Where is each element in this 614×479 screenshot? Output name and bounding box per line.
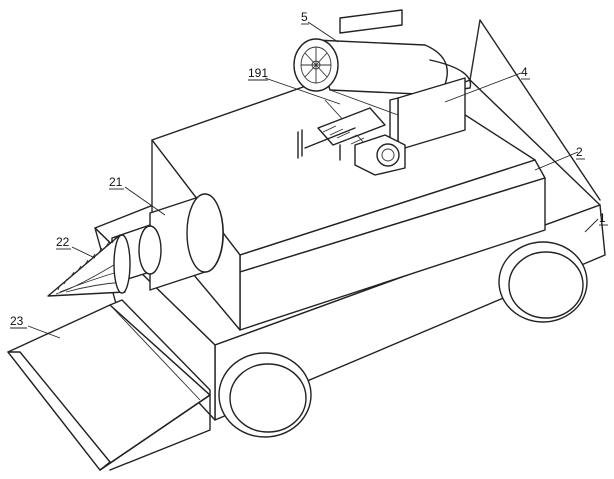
leader-5 (307, 21, 339, 43)
leader-191 (264, 77, 341, 105)
scoop-hopper (7, 299, 211, 471)
leader-21 (124, 186, 166, 216)
screw-rod (297, 107, 406, 176)
label-21: 21 (109, 175, 123, 189)
leader-22 (71, 246, 96, 259)
fan-sprayer (293, 9, 472, 96)
label-22: 22 (56, 235, 70, 249)
leader-2 (534, 151, 579, 171)
leader-4 (444, 72, 522, 103)
rear-wheel (498, 241, 588, 323)
leader-23 (27, 325, 61, 339)
front-wheel (218, 352, 312, 438)
label-2: 2 (576, 145, 583, 159)
label-4: 4 (521, 65, 528, 79)
leader-1 (584, 218, 599, 233)
label-23: 23 (10, 314, 24, 328)
support-bracket (324, 77, 466, 156)
label-1: 1 (599, 211, 606, 225)
label-191: 191 (248, 66, 268, 80)
label-5: 5 (301, 10, 308, 24)
